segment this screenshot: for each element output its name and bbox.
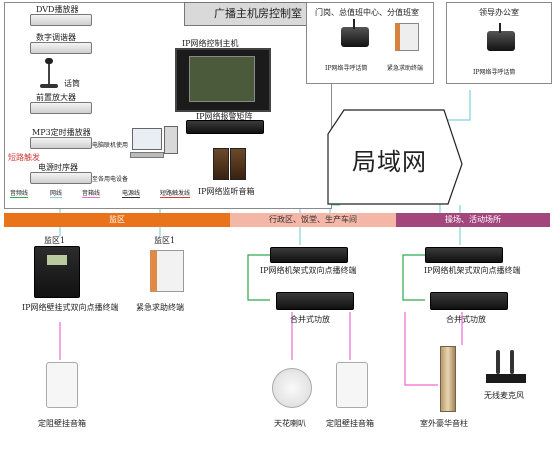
monitor-speaker-right (230, 148, 246, 180)
dvd-label: DVD播放器 (36, 5, 79, 14)
zone-left-terminal1: IP网络壁挂式双向点播终端 (22, 303, 119, 312)
preamp (30, 102, 92, 114)
leader-office-panel: 领导办公室 IP网络寻呼话筒 (446, 2, 552, 84)
alarm-matrix (186, 120, 264, 134)
ceiling-speaker-icon (272, 368, 312, 408)
wall-terminal-icon (34, 246, 80, 298)
control-host (175, 48, 271, 112)
legend-audio: 音频线 (10, 190, 29, 198)
monitor-speaker-left (213, 148, 229, 180)
legend: 音频线 网线 音箱线 电源线 短路触发线 (10, 188, 210, 198)
matrix-label: IP网络报警矩阵 (196, 112, 253, 121)
gate-item-help: 紧急求助终端 (387, 65, 424, 72)
zone-middle-title: 行政区、饭堂、生产车间 (269, 215, 357, 224)
zone-left-terminal2: 紧急求助终端 (136, 303, 184, 312)
leader-mic-icon (487, 31, 515, 51)
microphone-icon (48, 62, 50, 84)
zone-right-terminal: IP网络机架式双向点播终端 (424, 266, 521, 275)
zone-right-amp: 合并式功放 (446, 315, 486, 324)
gate-duty-header: 门岗、总值班中心、分值班室 (315, 8, 419, 17)
pc-tower-icon (164, 126, 178, 154)
microphone-base (40, 84, 58, 88)
leader-item-mic: IP网络寻呼话筒 (473, 69, 516, 76)
zone-middle-terminal: IP网络机架式双向点播终端 (260, 266, 357, 275)
zone-left-title: 监区 (109, 215, 125, 224)
wall-terminal-screen (47, 255, 67, 265)
right-amplifier (430, 292, 508, 310)
gate-item-mic: IP网络寻呼话筒 (325, 65, 368, 72)
legend-speaker: 音箱线 (82, 190, 101, 198)
wireless-handheld-1 (496, 350, 500, 374)
wireless-mic-icon (486, 350, 526, 384)
zone-middle-bar: 行政区、饭堂、生产车间 (230, 213, 396, 227)
help-terminal-zone-icon (150, 250, 184, 292)
wireless-receiver (486, 374, 526, 383)
tuner-label: 数字调谐器 (36, 33, 76, 42)
mp3-player (30, 137, 92, 149)
zone-left-speaker: 定阻壁挂音箱 (38, 419, 86, 428)
trigger-label: 短路触发 (8, 153, 40, 162)
right-rack-terminal (425, 247, 503, 263)
zone-left-col2: 监区1 (154, 236, 176, 245)
gate-duty-panel: 门岗、总值班中心、分值班室 IP网络寻呼话筒 紧急求助终端 (306, 2, 434, 84)
zone-right-speaker1: 室外豪华音柱 (420, 419, 468, 428)
microphone-head (45, 58, 53, 64)
tuner (30, 42, 92, 54)
help-terminal-icon (395, 23, 419, 51)
leader-office-header: 领导办公室 (479, 8, 519, 17)
mid-rack-terminal (270, 247, 348, 263)
pc-keyboard-icon (130, 152, 164, 158)
dvd-player (30, 14, 92, 26)
zone-middle-speaker2: 定阻壁挂音箱 (326, 419, 374, 428)
outdoor-column-speaker-icon (440, 346, 456, 412)
host-label: IP网络控制主机 (182, 39, 239, 48)
zone-left-col1: 监区1 (44, 236, 66, 245)
zone-right-title: 操场、活动场所 (445, 215, 501, 224)
preamp-label: 前置放大器 (36, 93, 76, 102)
pc-monitor-icon (132, 128, 162, 150)
zone-right-bar: 操场、活动场所 (396, 213, 550, 227)
legend-network: 网线 (50, 190, 63, 198)
zone-left-bar: 监区 (4, 213, 230, 227)
sequencer-note: 至各用电设备 (92, 176, 129, 183)
microphone-label: 话筒 (64, 79, 80, 88)
wall-speaker-left-icon (46, 362, 78, 408)
zone-right-speaker2: 无线麦克风 (484, 391, 524, 400)
sequencer (30, 172, 92, 184)
wall-speaker-mid-icon (336, 362, 368, 408)
legend-trigger: 短路触发线 (160, 190, 191, 198)
legend-power: 电源线 (122, 190, 141, 198)
paging-mic-stem (353, 19, 355, 29)
paging-mic-icon (341, 27, 369, 47)
mp3-label: MP3定时播放器 (32, 128, 91, 137)
zone-middle-speaker1: 天花喇叭 (274, 419, 306, 428)
pc-note: 电脑联机使用 (92, 142, 129, 149)
mid-amplifier (276, 292, 354, 310)
control-room-title: 广播主机房控制室 (214, 7, 302, 20)
host-screen (189, 56, 255, 102)
monitor-label: IP网络监听音箱 (198, 187, 255, 196)
leader-mic-stem (499, 23, 501, 33)
zone-middle-amp: 合并式功放 (290, 315, 330, 324)
lan-shape (327, 109, 463, 205)
sequencer-label: 电源时序器 (38, 163, 78, 172)
wireless-handheld-2 (510, 350, 514, 374)
lan-label: 局域网 (352, 148, 427, 176)
